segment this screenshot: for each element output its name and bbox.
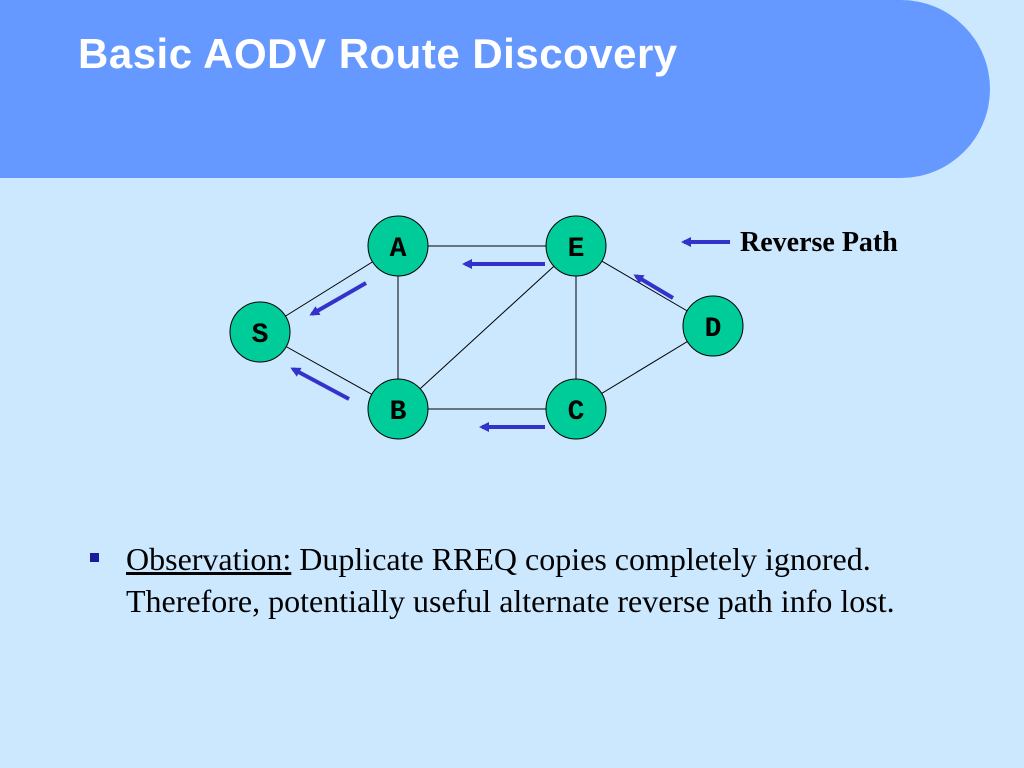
node-c-label: C [568,397,585,428]
bullet-marker [90,553,99,562]
arrow-d-to-e [633,274,675,300]
node-d-circle [682,295,744,357]
legend-label: Reverse Path [740,227,898,258]
node-e-label: E [568,234,585,265]
reverse-path-arrows [290,259,675,432]
observation-text: Observation: Duplicate RREQ copies compl… [126,538,940,622]
node-b-label: B [390,397,407,428]
network-links [259,245,714,410]
node-b: B [367,378,429,440]
node-c: C [545,378,607,440]
slide-title: Basic AODV Route Discovery [78,30,678,77]
node-e-circle [545,215,607,277]
node-s: S [229,301,291,363]
node-a-circle [367,215,429,277]
node-a: A [367,215,429,277]
node-d-label: D [705,314,722,345]
node-s-label: S [252,320,269,351]
node-d: D [682,295,744,357]
legend: Reverse Path [681,227,898,258]
arrow-a-to-s [309,281,367,316]
observation-bullet: Observation: Duplicate RREQ copies compl… [90,538,940,622]
observation-body: Duplicate RREQ copies completely ignored… [126,541,895,619]
arrow-b-to-s [290,367,350,401]
observation-label: Observation: [126,541,292,577]
node-e: E [545,215,607,277]
node-c-circle [545,378,607,440]
node-a-label: A [390,234,407,265]
title-banner [0,0,990,178]
node-s-circle [229,301,291,363]
node-b-circle [367,378,429,440]
link-b-e [397,245,577,410]
